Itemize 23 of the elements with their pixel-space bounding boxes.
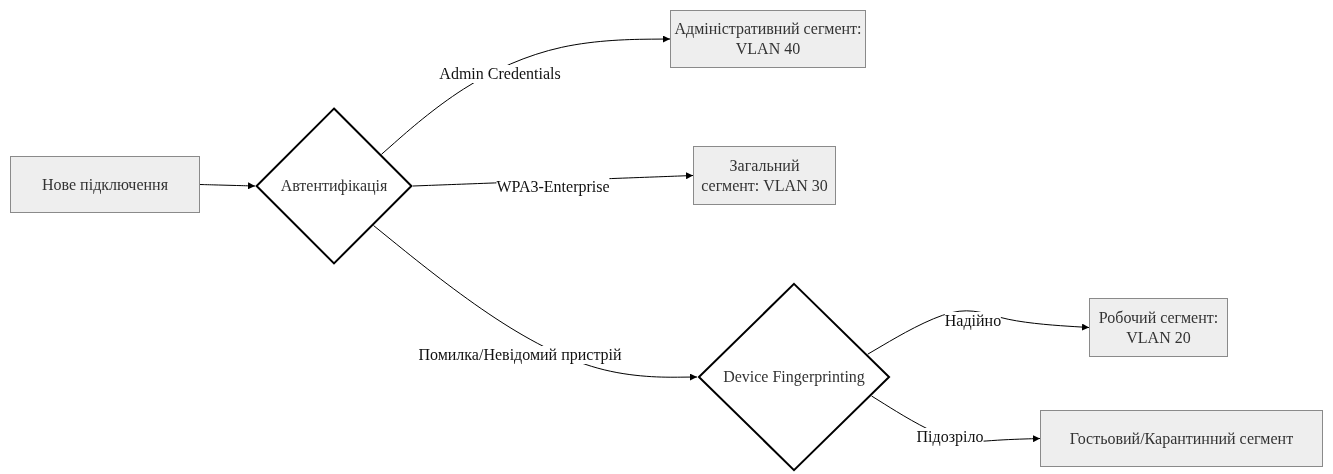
edge-label: Підозріло (916, 428, 984, 446)
edge-label: Помилка/Невідомий пристрій (418, 346, 622, 364)
process-box (10, 156, 200, 213)
node-label: Робочий сегмент: VLAN 20 (1097, 307, 1220, 348)
arrow (867, 310, 1090, 355)
arrow (199, 182, 256, 190)
decision-diamond (697, 282, 891, 472)
node-label: Гостьовий/Карантинний сегмент (1069, 428, 1294, 449)
node-label: Device Fingerprinting (723, 367, 865, 387)
arrow (380, 35, 671, 155)
node-label: Нове підключення (42, 174, 168, 195)
process-box (1089, 298, 1228, 357)
edge-label: Admin Credentials (439, 65, 561, 83)
node-label: Адміністративний сегмент: VLAN 40 (673, 19, 863, 59)
decision-diamond (255, 107, 413, 265)
process-box (670, 10, 866, 68)
process-box (1040, 410, 1323, 467)
process-box (693, 146, 836, 205)
edge-label: Надійно (944, 312, 1002, 330)
arrow (373, 225, 698, 381)
edge-label: WPA3-Enterprise (496, 178, 610, 196)
node-label: Автентифікація (280, 176, 388, 196)
node-label: Загальний сегмент: VLAN 30 (700, 155, 829, 196)
